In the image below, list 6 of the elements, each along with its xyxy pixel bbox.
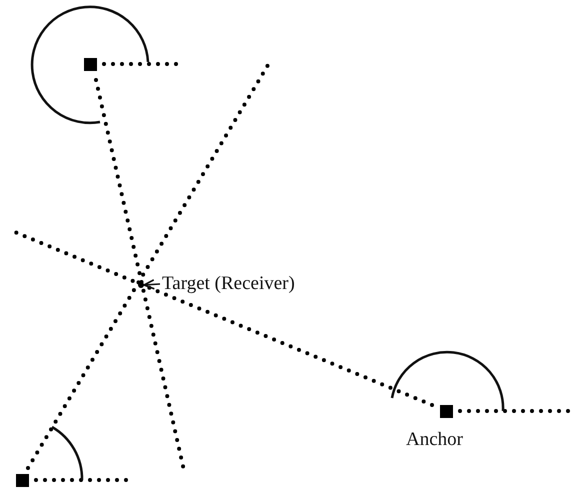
anchor-square	[440, 404, 452, 418]
anchor-label: Anchor	[406, 429, 463, 451]
anchor-square	[84, 58, 96, 70]
node-label: Target (Receiver)	[162, 273, 295, 295]
anchor-square	[16, 474, 28, 486]
leader-line	[143, 279, 160, 290]
